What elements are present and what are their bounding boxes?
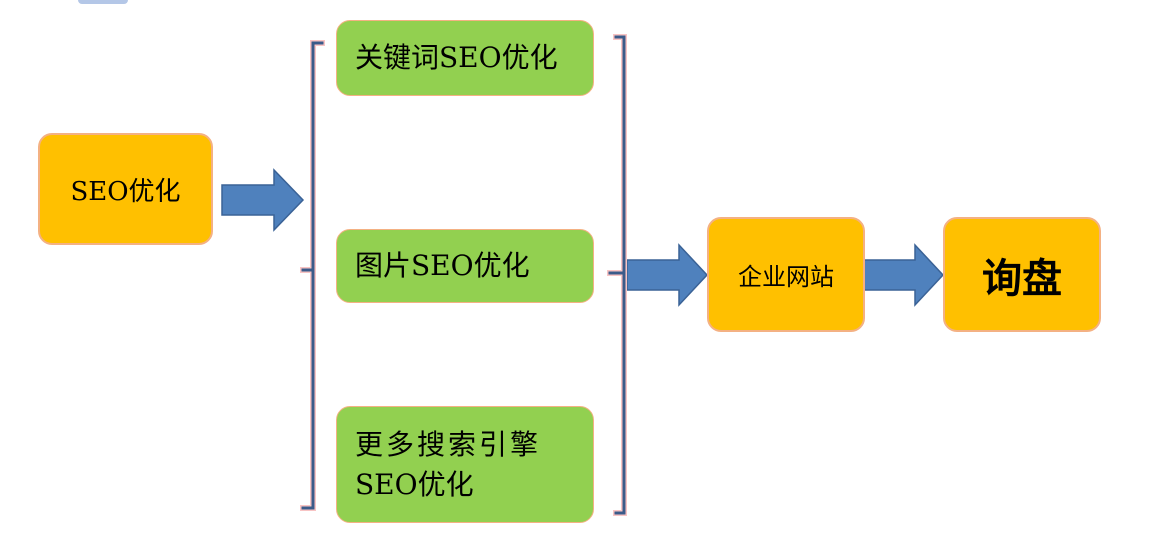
arrow-1 — [221, 168, 305, 232]
node-inquiry: 询盘 — [943, 217, 1101, 332]
branch-label-line1: 更多搜索引擎 — [355, 427, 542, 461]
branch-label: 关键词SEO优化 — [355, 41, 558, 74]
branch-label-line2: SEO优化 — [355, 467, 474, 501]
node-label: SEO优化 — [70, 176, 181, 207]
node-label: 询盘 — [982, 255, 1062, 302]
branch-label: 图片SEO优化 — [355, 249, 530, 282]
node-company-website: 企业网站 — [707, 217, 865, 332]
branch-image-seo: 图片SEO优化 — [336, 229, 594, 303]
branch-keyword-seo: 关键词SEO优化 — [336, 20, 594, 96]
node-seo-optimization: SEO优化 — [38, 133, 213, 245]
node-label: 企业网站 — [738, 263, 834, 291]
right-bracket-glow — [607, 34, 627, 516]
left-bracket — [301, 41, 324, 510]
branch-more-search-engines-seo: 更多搜索引擎 SEO优化 — [336, 406, 594, 523]
right-bracket — [608, 35, 626, 515]
arrow-2 — [626, 243, 709, 307]
partial-top-box — [78, 0, 128, 4]
arrow-3 — [863, 243, 945, 307]
